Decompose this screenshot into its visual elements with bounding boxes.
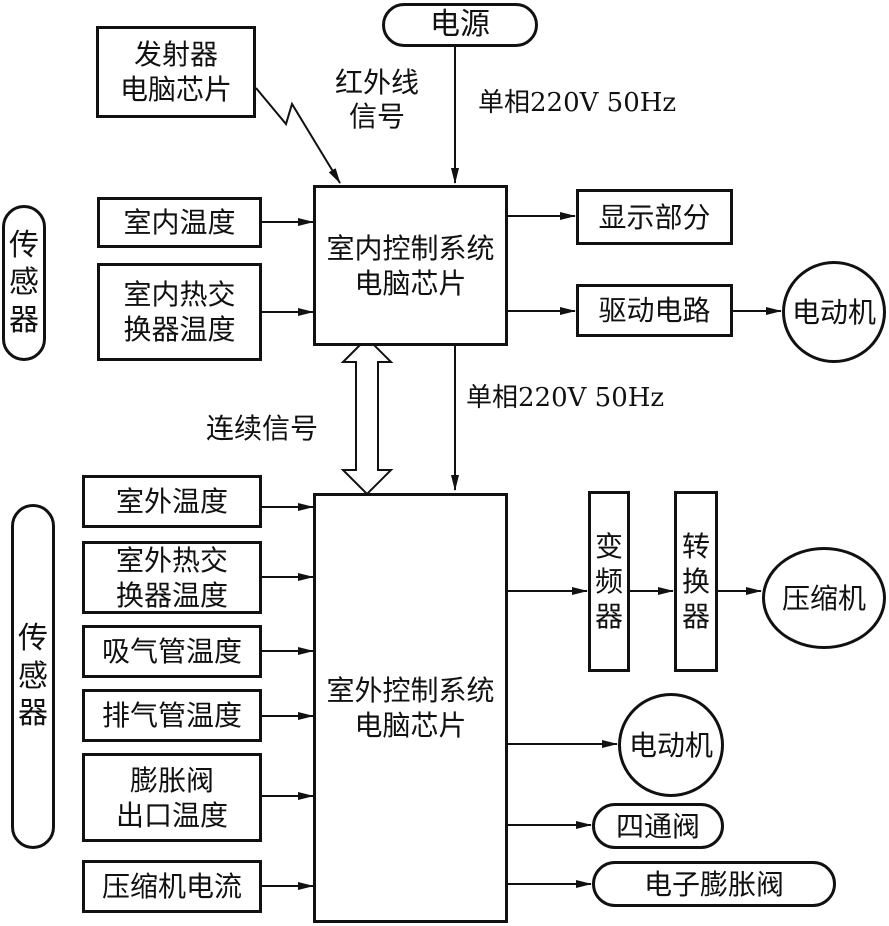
outdoor-controller-chip: 室外控制系统 电脑芯片 xyxy=(313,493,508,923)
continuous-signal-label: 连续信号 xyxy=(206,412,319,445)
expansion-valve-outlet-temp-sensor: 膨胀阀 出口温度 xyxy=(82,753,262,842)
indoor-motor: 电动机 xyxy=(782,261,886,363)
suction-pipe-temp-sensor: 吸气管温度 xyxy=(82,625,262,678)
outdoor-motor: 电动机 xyxy=(618,693,724,797)
power-spec-mid-label: 单相220V 50Hz xyxy=(466,383,665,413)
inverter-unit: 变 频 器 xyxy=(588,491,630,672)
continuous-signal-link xyxy=(340,336,394,496)
outdoor-hx-temp-sensor: 室外热交 换器温度 xyxy=(82,541,262,614)
converter-unit: 转 换 器 xyxy=(674,491,718,672)
outdoor-temp-sensor: 室外温度 xyxy=(82,475,262,528)
indoor-sensor-group: 传 感 器 xyxy=(2,205,46,361)
indoor-hx-temp-sensor: 室内热交 换器温度 xyxy=(97,263,262,361)
outdoor-sensor-group: 传 感 器 xyxy=(11,504,55,849)
transmitter-chip: 发射器 电脑芯片 xyxy=(96,26,256,118)
compressor: 压缩机 xyxy=(762,547,886,649)
indoor-temp-sensor: 室内温度 xyxy=(97,197,262,248)
infrared-signal-arrow xyxy=(255,87,341,184)
power-source: 电源 xyxy=(382,3,538,47)
display-unit: 显示部分 xyxy=(576,189,733,245)
indoor-controller-chip: 室内控制系统 电脑芯片 xyxy=(313,185,508,346)
electronic-expansion-valve: 电子膨胀阀 xyxy=(592,861,836,907)
four-way-valve: 四通阀 xyxy=(592,803,724,849)
drive-circuit: 驱动电路 xyxy=(576,284,733,337)
discharge-pipe-temp-sensor: 排气管温度 xyxy=(82,689,262,742)
compressor-current-sensor: 压缩机电流 xyxy=(82,860,262,913)
power-spec-top-label: 单相220V 50Hz xyxy=(478,88,677,118)
infrared-signal-label: 红外线 信号 xyxy=(334,66,419,133)
